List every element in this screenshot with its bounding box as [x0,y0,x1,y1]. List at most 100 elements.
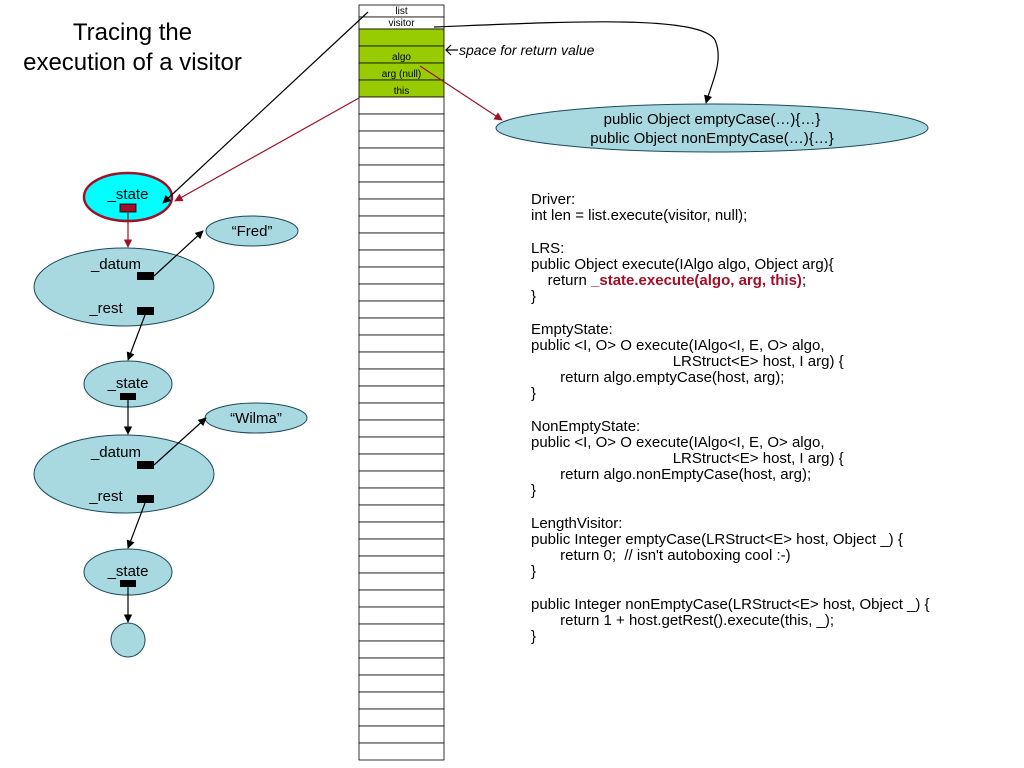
state-2-label: _state [107,375,149,392]
return-value-note-text: space for return value [459,42,595,58]
stack-empty-slot [358,368,445,387]
stack-empty-slot [358,606,445,625]
stack-empty-slot [358,725,445,744]
stack-empty-slot [358,198,445,217]
stack-empty-slot [358,232,445,251]
code-line: public <I, O> O execute(IAlgo<I, E, O> a… [531,336,825,354]
stack-slot-label-3: algo [392,52,411,63]
code-text: ; [801,271,807,289]
stack-empty-slot [358,623,445,642]
return-value-note: space for return value [445,42,595,58]
wilma-value: “Wilma” [204,402,308,434]
stack-empty-slot [358,402,445,421]
code-line: return 1 + host.getRest().execute(this, … [531,611,835,629]
title-line-2: execution of a visitor [23,49,242,76]
stack-empty-slot [358,96,445,115]
code-line [531,402,930,418]
fred-value: “Fred” [205,215,299,247]
stack-empty-slot [358,589,445,608]
code-line: NonEmptyState: [531,417,641,435]
stack-empty-slot [358,266,445,285]
stack-empty-slot [358,487,445,506]
fred-label: “Fred” [232,223,273,240]
rest-1-label: _rest [88,300,123,317]
code-line: public <I, O> O execute(IAlgo<I, E, O> a… [531,433,825,451]
stack-empty-slot [358,317,445,336]
visitor-method-empty: public Object emptyCase(…){…} [604,111,821,128]
stack-empty-slot [358,419,445,438]
code-line: } [531,385,537,403]
stack-empty-slot [358,436,445,455]
stack-empty-slot [358,164,445,183]
code-highlight: _state.execute(algo, arg, this) [591,271,802,289]
nonempty-node-2: _datum _rest [33,434,215,514]
code-line: Driver: [531,191,576,208]
stack-empty-slot [358,113,445,132]
stack-slot-2 [358,28,445,47]
stack-empty-slot [358,283,445,302]
code-line: LRS: [531,239,565,257]
code-line: return algo.emptyCase(host, arg); [531,369,785,387]
stack-empty-slot [358,385,445,404]
stack-slot-label-5: this [394,86,410,97]
state-node-3: _state [83,548,173,596]
stack-empty-slot [358,742,445,761]
code-line: LengthVisitor: [531,514,623,532]
stack-empty-slot [358,334,445,353]
stack-empty-slot [358,249,445,268]
stack-empty-slot [358,351,445,370]
stack-empty-slot [358,453,445,472]
stack-empty-slot [358,538,445,557]
title-line-1: Tracing the [72,19,193,46]
wilma-label: “Wilma” [230,410,282,427]
code-line: } [531,563,537,581]
stack-empty-slot [358,300,445,319]
code-line: LRStruct<E> host, I arg) { [531,352,844,370]
stack-slot-label-1: visitor [388,18,415,29]
stack-empty-slot [358,147,445,166]
state-3-label: _state [107,563,149,580]
stack-empty-slot [358,130,445,149]
code-line: LRStruct<E> host, I arg) { [531,450,844,467]
code-line: } [531,288,537,306]
visitor-object: public Object emptyCase(…){…} public Obj… [495,103,929,153]
stack-empty-slot [358,572,445,591]
code-text: return [531,271,592,289]
datum-1-label: _datum [90,256,141,273]
code-line: return 0; // isn't autoboxing cool :-) [531,547,791,565]
code-line: return algo.nonEmptyCase(host, arg); [531,466,812,484]
stack-empty-slot [358,674,445,693]
code-line: public Object execute(IAlgo algo, Object… [531,255,834,273]
stack-empty-slot [358,555,445,574]
visitor-method-nonempty: public Object nonEmptyCase(…){…} [590,130,833,147]
state-node-2: _state [83,360,173,408]
stack-empty-slot [358,640,445,659]
code-line: int len = list.execute(visitor, null); [531,207,748,225]
code-line [531,500,930,516]
slide-title: Tracing the execution of a visitor [0,18,265,78]
code-line: } [531,628,537,646]
code-line [531,224,930,240]
stack-empty-slot [358,691,445,710]
stack-empty-slot [358,708,445,727]
stack-slot-label-0: list [395,6,407,17]
state-node-1: _state [82,171,174,223]
stack-empty-slot [358,470,445,489]
rest-2-label: _rest [88,488,123,505]
code-line: public Integer nonEmptyCase(LRStruct<E> … [531,595,930,613]
stack-empty-slot [358,657,445,676]
datum-2-label: _datum [90,444,141,461]
nonempty-node-1: _datum _rest [33,247,215,327]
code-line [531,305,930,321]
empty-node [110,622,146,658]
code-line: return _state.execute(algo, arg, this); [531,271,930,289]
stack-empty-slot [358,181,445,200]
code-listing: Driver:int len = list.execute(visitor, n… [531,191,930,646]
code-line: } [531,482,537,500]
pointer-arrows [123,11,719,623]
code-line: EmptyState: [531,320,613,338]
code-line: public Integer emptyCase(LRStruct<E> hos… [531,530,903,548]
stack-empty-slot [358,521,445,540]
